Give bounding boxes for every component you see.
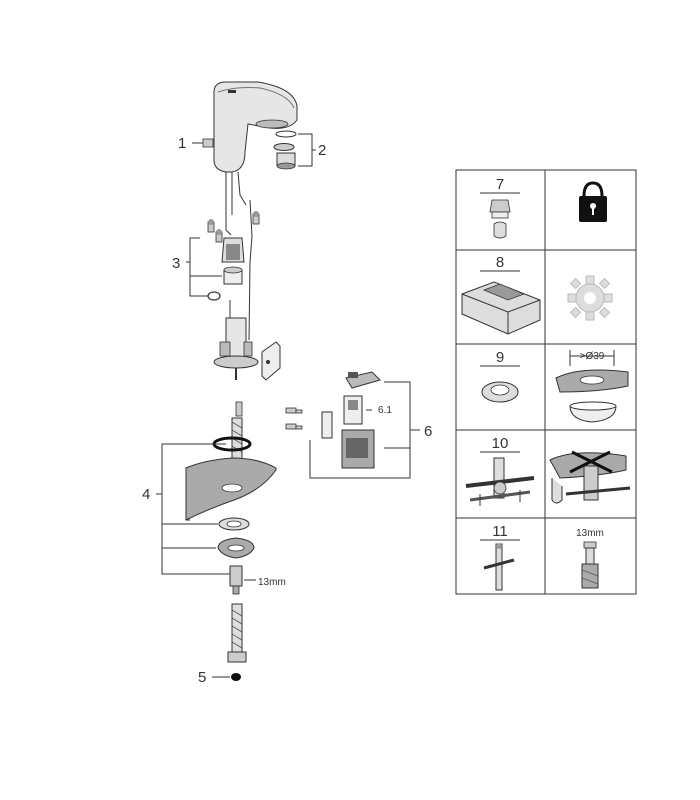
callout-4: 4 [142, 486, 150, 503]
lock-icon [579, 181, 607, 222]
callout-6-1: 6.1 [378, 405, 392, 416]
cell-9-washer-image [481, 381, 519, 403]
bracket [261, 341, 281, 381]
part-5-filter [212, 673, 241, 681]
cell-11-wrench-image [581, 541, 599, 589]
cell-10-mounting-image [465, 457, 535, 506]
nut-size-label: 13mm [258, 577, 286, 588]
callout-2: 2 [318, 142, 326, 159]
fixing-nut-13mm [229, 565, 256, 595]
gear-icon [567, 275, 613, 321]
cell-8-battery-image [461, 281, 541, 335]
callout-3: 3 [172, 255, 180, 272]
cell-7-number: 7 [496, 176, 504, 193]
cell-9-basin-hole-image [555, 350, 629, 423]
supply-hoses [225, 171, 253, 341]
cell-7-part-image [489, 199, 511, 239]
cell-10-tightening-image [549, 450, 631, 504]
part-4-mounting-set [156, 436, 277, 575]
cell-8-number: 8 [496, 254, 504, 271]
part-6-control-box [285, 371, 420, 479]
part-2-aerator [273, 130, 316, 170]
threaded-shank [227, 603, 247, 663]
cell-11-tool-image [483, 543, 515, 591]
cell-11-size-label: 13mm [576, 528, 604, 539]
cell-9-number: 9 [496, 349, 504, 366]
callout-6: 6 [424, 423, 432, 440]
cell-10-number: 10 [492, 435, 509, 452]
callout-1: 1 [178, 135, 186, 152]
cell-9-hole-dimension: >Ø39 [580, 351, 605, 362]
part-1-set-screw [192, 138, 214, 148]
cell-11-number: 11 [492, 523, 508, 540]
faucet-spout [213, 81, 298, 173]
part-3-fittings [186, 211, 260, 301]
mounting-body [213, 300, 259, 380]
callout-5: 5 [198, 669, 206, 686]
